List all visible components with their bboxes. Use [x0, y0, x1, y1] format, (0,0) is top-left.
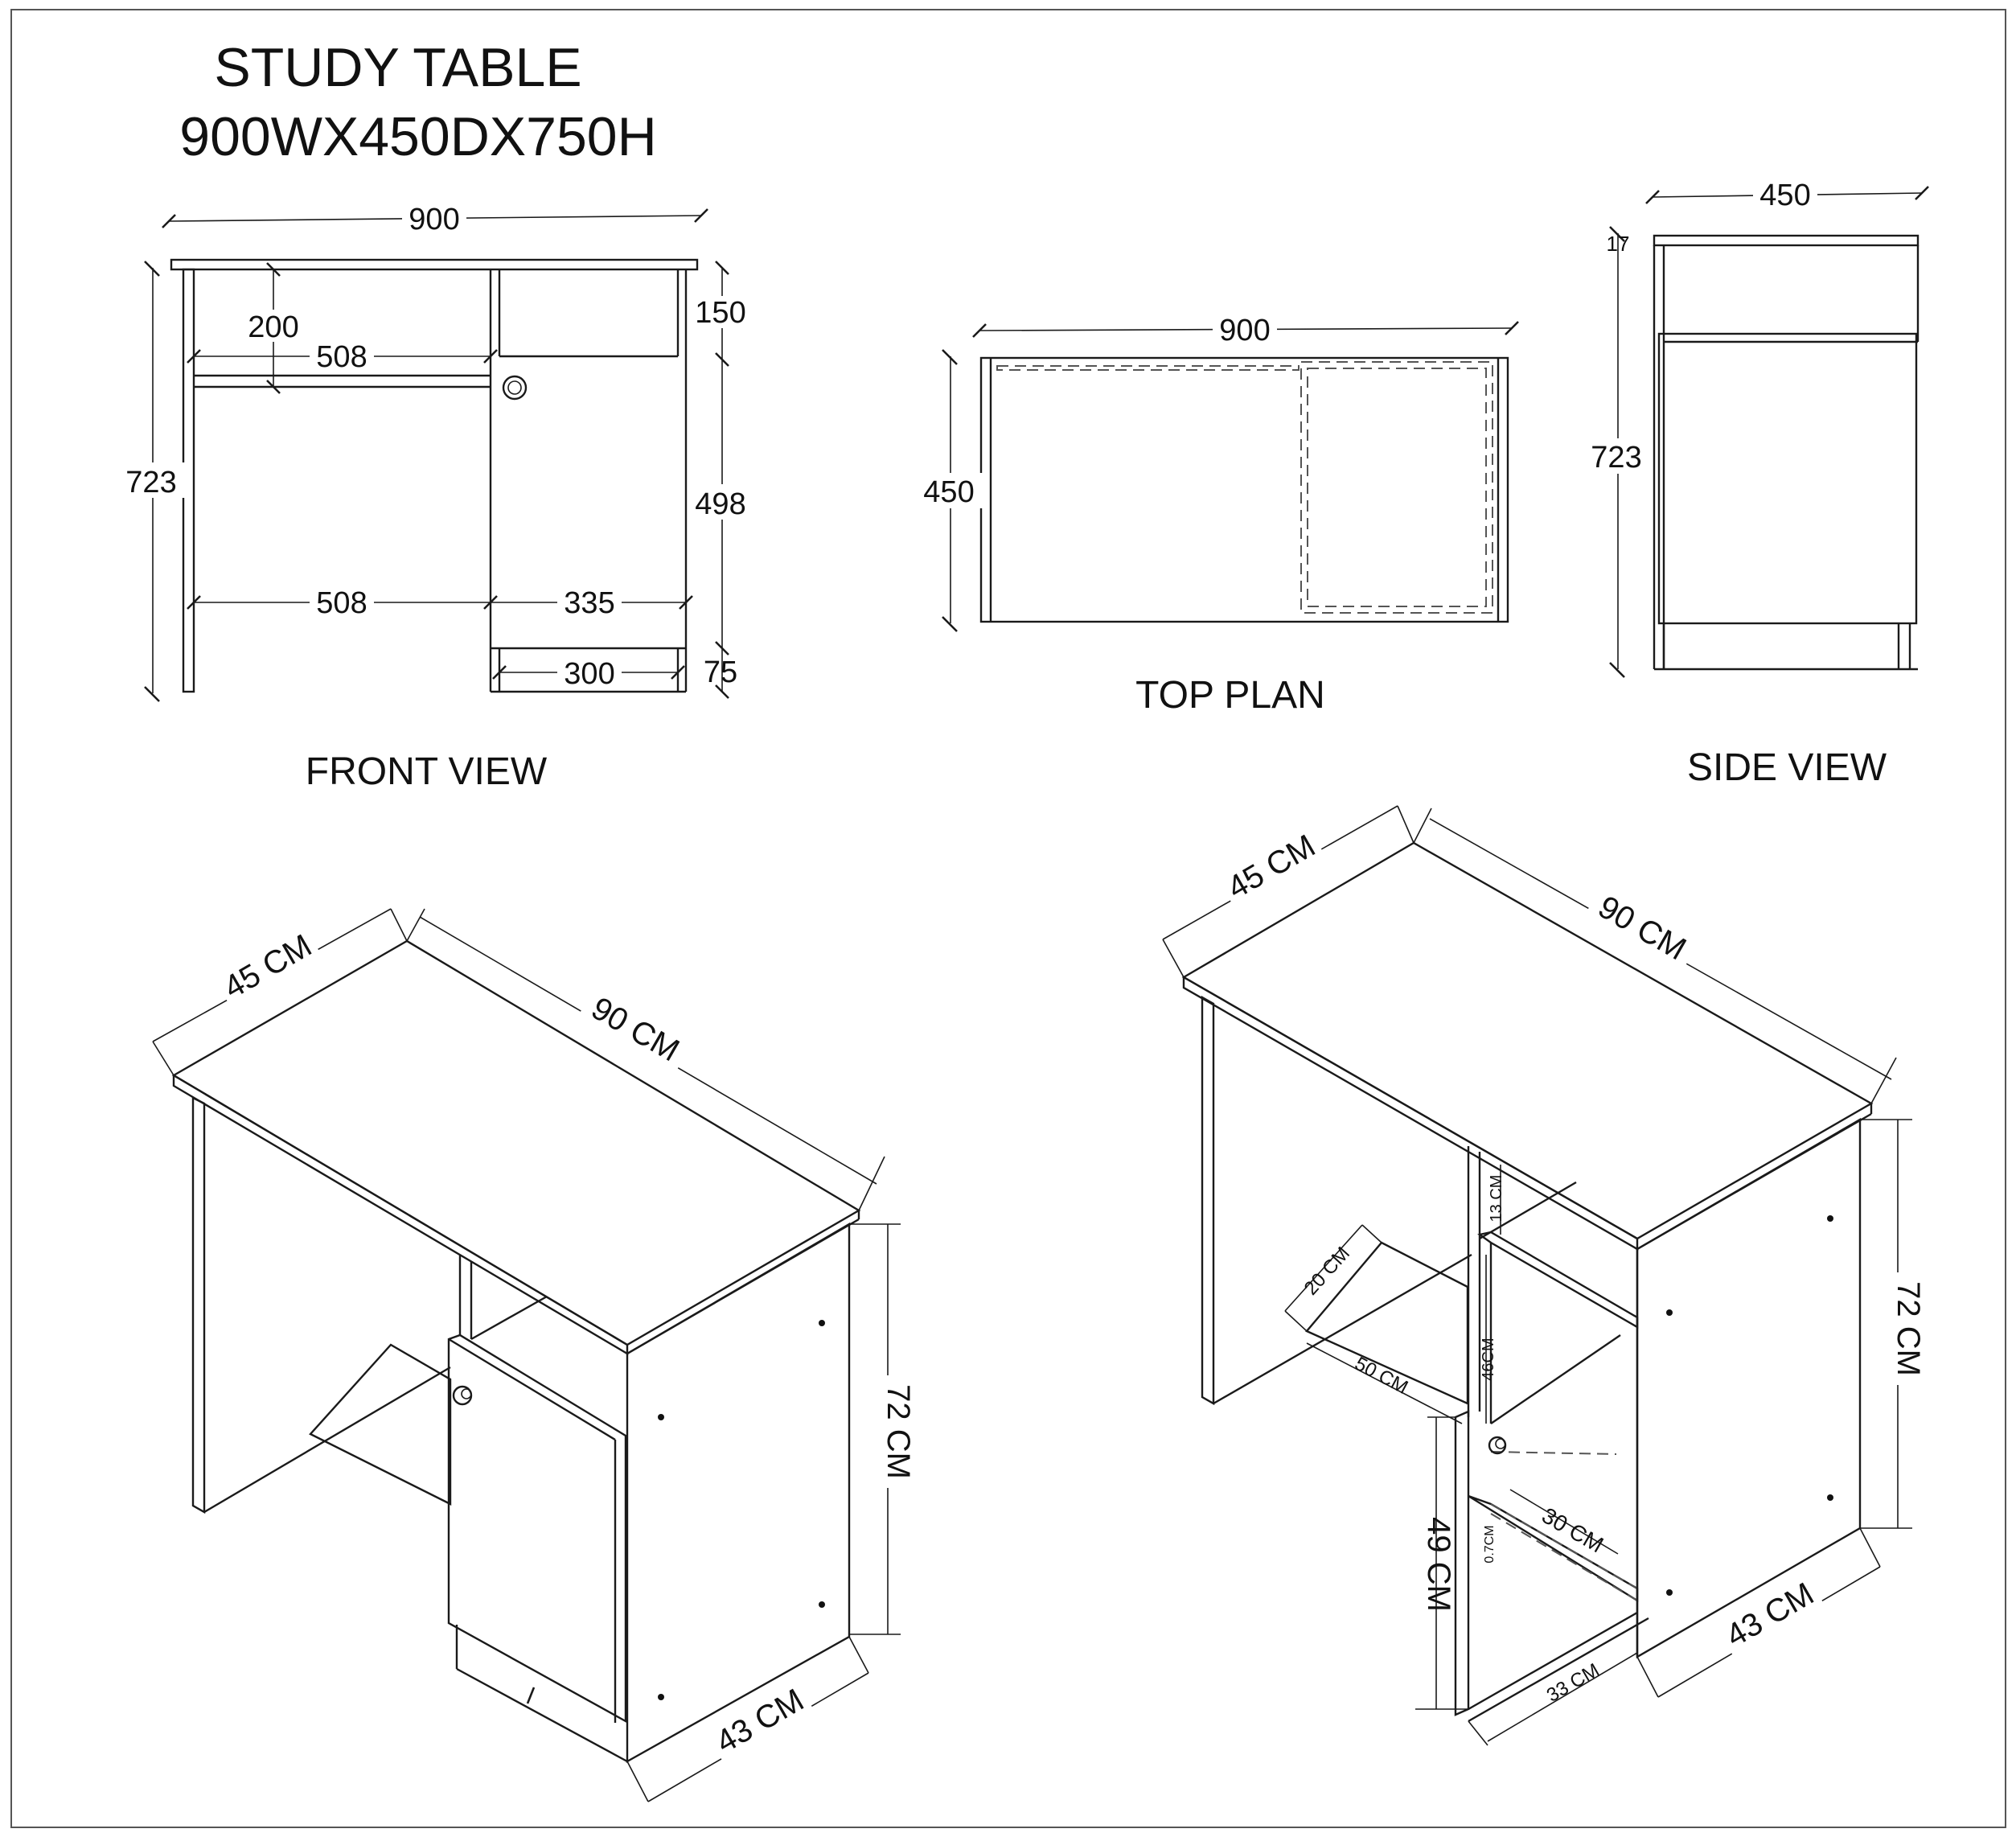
front-view: 900 723 200 508 150 498 5	[121, 203, 754, 793]
iso-view-left: 45 CM 90 CM 72 CM 43 CM	[152, 908, 916, 1802]
fv-dim-plinth-height: 75	[704, 655, 737, 689]
title-line-1: STUDY TABLE	[214, 37, 581, 98]
iso-right-dim-shelf-height: 46CM	[1480, 1338, 1497, 1380]
iso-left-dim-height: 72 CM	[881, 1384, 916, 1479]
fv-dim-top-right: 150	[695, 296, 745, 330]
iso-right-dim-base: 43 CM	[1720, 1576, 1820, 1654]
side-view: 450 723 17 SIDE VIEW	[1586, 179, 1929, 789]
fv-dim-upper-width: 508	[316, 340, 367, 374]
sv-dim-top-thk: 17	[1607, 232, 1630, 256]
tp-dim-width: 900	[1219, 314, 1270, 347]
tp-dim-depth: 450	[923, 475, 974, 509]
iso-right-dim-width: 90 CM	[1592, 889, 1692, 967]
iso-right-dim-depth: 45 CM	[1222, 828, 1321, 906]
iso-left-dim-depth: 45 CM	[218, 927, 318, 1005]
fv-dim-drawer-gap: 200	[248, 310, 298, 344]
top-plan-label: TOP PLAN	[1135, 674, 1325, 717]
fv-dim-lower-right: 335	[564, 586, 614, 620]
sheet-border	[10, 9, 2006, 1828]
side-view-label: SIDE VIEW	[1687, 746, 1887, 789]
title-line-2: 900WX450DX750H	[179, 106, 656, 167]
iso-right-dim-door-height: 49 CM	[1421, 1517, 1456, 1612]
fv-dim-lower-left: 508	[316, 586, 367, 620]
sv-dim-height: 723	[1591, 441, 1641, 475]
iso-right-dim-inner-depth: 30 CM	[1538, 1502, 1607, 1557]
iso-right-dim-keyboard-depth: 20 CM	[1300, 1243, 1354, 1300]
iso-right-dim-door-width: 33 CM	[1543, 1659, 1603, 1707]
fv-dim-plinth-width: 300	[564, 657, 614, 691]
front-view-label: FRONT VIEW	[306, 750, 548, 793]
iso-view-right: 45 CM 90 CM 72 CM 43 CM 20 CM 50 CM 13 C…	[1162, 805, 1926, 1746]
top-plan: 900 450 TOP PLAN	[918, 314, 1519, 717]
sv-dim-depth: 450	[1759, 179, 1810, 212]
fv-dim-height: 723	[125, 466, 176, 499]
fv-dim-width: 900	[409, 203, 459, 236]
iso-right-dim-height: 72 CM	[1891, 1281, 1926, 1376]
iso-right-dim-bottom-gap: 0.7CM	[1483, 1525, 1497, 1563]
iso-left-dim-base: 43 CM	[710, 1682, 810, 1760]
iso-right-dim-top-gap: 13 CM	[1488, 1175, 1505, 1223]
iso-right-dim-keyboard-width: 50 CM	[1351, 1353, 1411, 1399]
fv-dim-right-height: 498	[695, 487, 745, 521]
